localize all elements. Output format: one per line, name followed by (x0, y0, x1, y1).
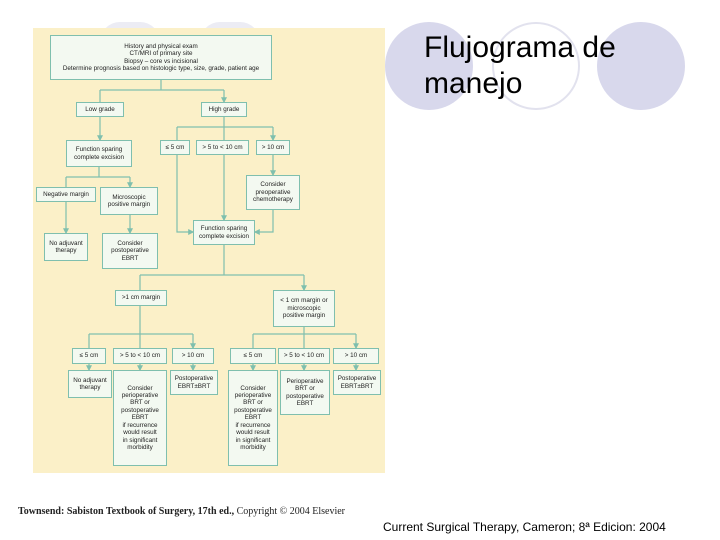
negative-margin-box: Negative margin (36, 187, 96, 202)
start-box: History and physical exam CT/MRI of prim… (50, 35, 272, 80)
b-size-3-box: > 10 cm (333, 348, 379, 364)
b-result-1-box: Consider perioperative BRT or postoperat… (228, 370, 278, 466)
no-adjuvant-low-box: No adjuvant therapy (44, 233, 88, 261)
a-result-1-box: No adjuvant therapy (68, 370, 112, 398)
b-size-1-box: ≤ 5 cm (230, 348, 276, 364)
hg-size-3-box: > 10 cm (256, 140, 290, 155)
a-result-2-box: Consider perioperative BRT or postoperat… (113, 370, 167, 466)
decorative-circle (385, 22, 473, 110)
a-size-3-box: > 10 cm (172, 348, 214, 364)
credit-copyright: Copyright © 2004 Elsevier (236, 506, 345, 517)
consider-ebrt-box: Consider postoperative EBRT (102, 233, 158, 269)
a-size-2-box: > 5 to < 10 cm (113, 348, 167, 364)
figure-credit: Townsend: Sabiston Textbook of Surgery, … (18, 506, 345, 517)
function-sparing-high-box: Function sparing complete excision (193, 220, 255, 245)
hg-size-2-box: > 5 to < 10 cm (196, 140, 249, 155)
b-size-2-box: > 5 to < 10 cm (278, 348, 330, 364)
slide-source: Current Surgical Therapy, Cameron; 8ª Ed… (383, 520, 666, 534)
margin-lt1-box: < 1 cm margin or microscopic positive ma… (273, 290, 335, 327)
credit-book: Townsend: Sabiston Textbook of Surgery, … (18, 506, 235, 517)
b-result-2-box: Perioperative BRT or postoperative EBRT (280, 370, 330, 415)
a-result-3-box: Postoperative EBRT±BRT (170, 370, 218, 395)
margin-gt1-box: >1 cm margin (115, 290, 167, 306)
microscopic-positive-box: Microscopic positive margin (100, 187, 158, 215)
b-result-3-box: Postoperative EBRT±BRT (333, 370, 381, 395)
low-grade-box: Low grade (76, 102, 124, 117)
decorative-circle (597, 22, 685, 110)
slide-title: Flujograma de manejo (424, 31, 616, 100)
decorative-circle (492, 22, 580, 110)
function-sparing-low-box: Function sparing complete excision (66, 140, 132, 167)
consider-chemo-box: Consider preoperative chemotherapy (246, 175, 300, 210)
a-size-1-box: ≤ 5 cm (72, 348, 106, 364)
hg-size-1-box: ≤ 5 cm (160, 140, 190, 155)
high-grade-box: High grade (201, 102, 247, 117)
